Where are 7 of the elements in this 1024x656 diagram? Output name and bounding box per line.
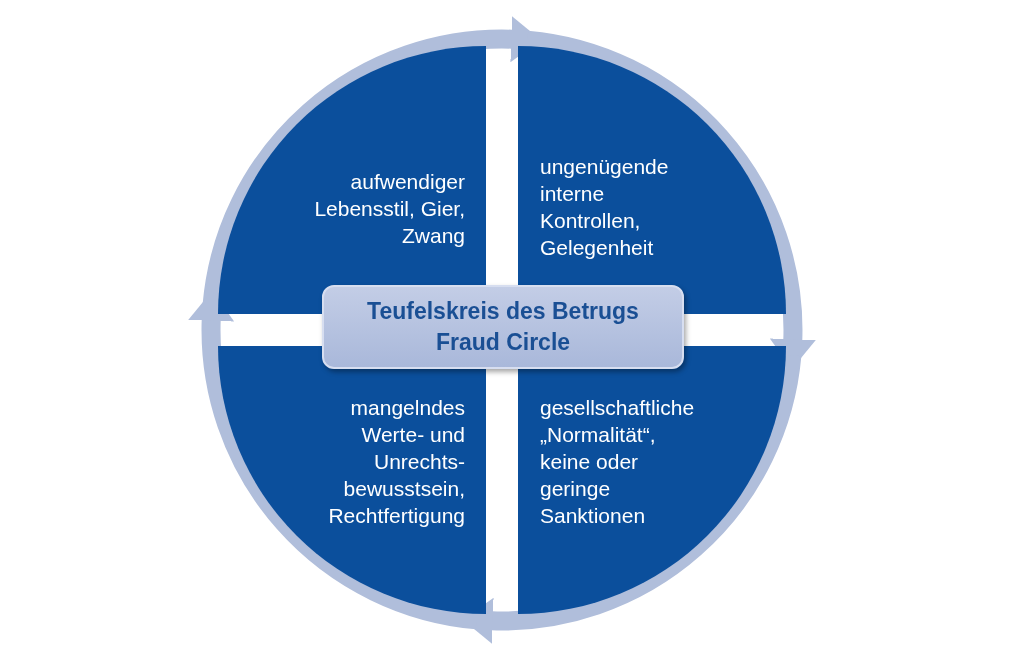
segment-text: mangelndes Werte- und Unrechts-bewusstsein, Rechtfertigung	[327, 395, 465, 529]
title-box	[322, 285, 684, 369]
title-text: Teufelskreis des Betrugs	[367, 297, 639, 326]
segment-text: aufwendiger Lebensstil, Gier, Zwang	[313, 169, 465, 249]
segment-text: gesellschaftliche „Normalität“, keine oder geringe Sanktionen	[540, 395, 696, 529]
segment-text: ungenügende interne Kontrollen, Gelegenheit	[540, 154, 670, 261]
title-text: Fraud Circle	[435, 328, 571, 357]
